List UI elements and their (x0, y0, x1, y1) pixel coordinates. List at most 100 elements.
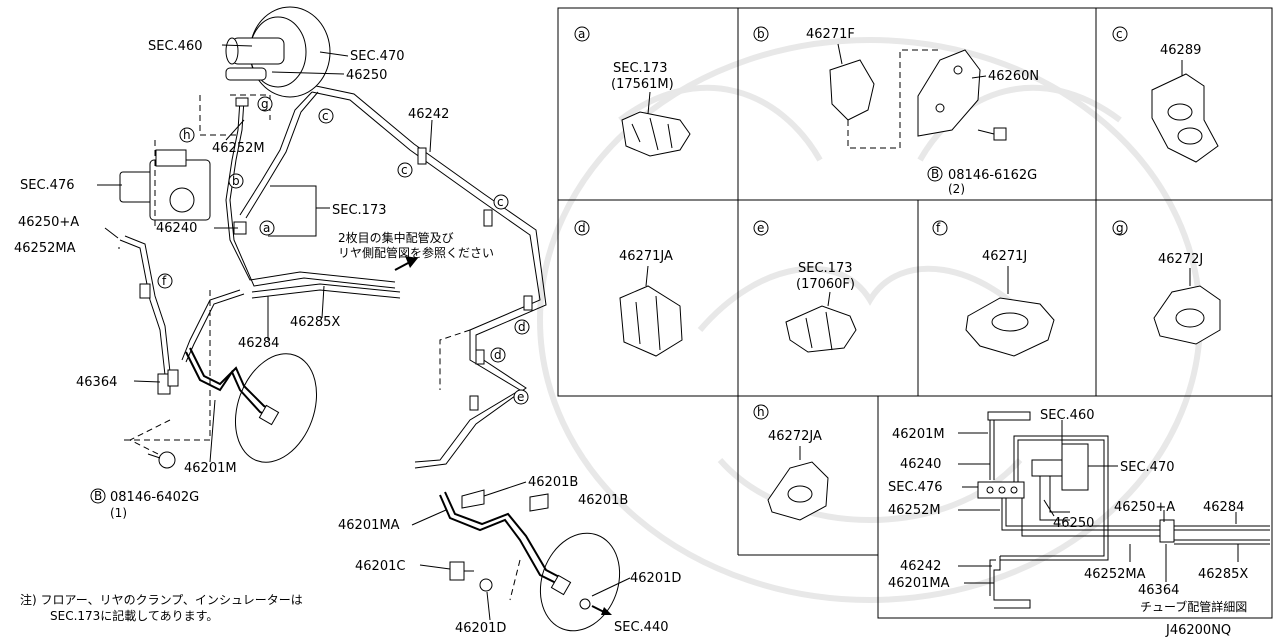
bracket-46201B (461, 489, 549, 512)
detail-caption: チューブ配管詳細図 (1140, 599, 1247, 614)
master-cylinder-booster (225, 6, 331, 98)
callout-c-3: c (497, 195, 504, 209)
brake-rotor-front (234, 353, 318, 463)
panel-c: c 46289 (1112, 26, 1219, 163)
label-bolt-main: 08146-6402G (110, 490, 199, 505)
panel-b-label2: 46260N (988, 69, 1039, 84)
panel-e-label1: SEC.173 (798, 261, 853, 276)
label-46285X: 46285X (290, 315, 340, 330)
panel-e-label2: (17060F) (796, 277, 855, 292)
label-46364: 46364 (76, 375, 117, 390)
label-46201B-1: 46201B (528, 475, 578, 490)
panel-a-letter: a (578, 27, 585, 41)
bolt-08146-6402G (147, 451, 176, 469)
diagram-id: J46200NQ (1165, 623, 1231, 638)
callout-c-2: c (401, 163, 408, 177)
arrow-to-sec440 (591, 605, 605, 613)
arrow-head-rear (405, 256, 418, 268)
panel-h-letter: h (757, 405, 765, 419)
detail-label-46250: 46250 (1053, 516, 1094, 531)
panel-h: h 46272JA (753, 404, 829, 521)
panel-d-label1: 46271JA (619, 249, 673, 264)
label-jp-ref-1: 2枚目の集中配管及び (338, 230, 454, 245)
label-sec460: SEC.460 (148, 39, 203, 54)
detail-labels: 46201M SEC.460 46240 SEC.470 SEC.476 462… (888, 408, 1248, 614)
washer-46201D-left (479, 578, 493, 592)
callout-d-1: d (518, 320, 526, 334)
detail-label-46252MA: 46252MA (1084, 567, 1146, 582)
detail-leader-lines (958, 420, 1239, 584)
arrow-head-sec440 (601, 607, 612, 615)
panel-b-bolt: 08146-6162G (948, 168, 1037, 183)
label-sec440: SEC.440 (614, 620, 669, 635)
panel-c-letter: c (1116, 27, 1123, 41)
label-46201MA: 46201MA (338, 518, 400, 533)
label-46240: 46240 (156, 221, 197, 236)
connector-46364 (157, 369, 179, 395)
main-callouts: g h b a f c c c d d e (157, 96, 530, 405)
panel-b-letter: b (757, 27, 765, 41)
tube-detail-schematic (977, 411, 1270, 609)
label-46252M: 46252M (212, 141, 265, 156)
label-46201D-2: 46201D (455, 621, 506, 636)
panel-b-bolt-symbol: B (931, 167, 939, 181)
bolt-46201C (449, 561, 474, 581)
panel-f-label1: 46271J (982, 249, 1027, 264)
label-jp-ref-2: リヤ側配管図を参照ください (338, 245, 494, 260)
callout-g: g (261, 97, 269, 111)
detail-label-46240: 46240 (900, 457, 941, 472)
detail-label-46201MA: 46201MA (888, 576, 950, 591)
panel-b: b 46271F 46260N B 08146-6162G (2) (753, 26, 1039, 196)
panel-b-qty: (2) (948, 182, 965, 196)
main-labels: SEC.460 SEC.470 46250 46252M SEC.476 462… (14, 39, 1231, 638)
detail-label-sec476: SEC.476 (888, 480, 943, 495)
panel-a-label1: SEC.173 (613, 61, 668, 76)
leader-lines (104, 119, 631, 621)
panel-a-label2: (17561M) (611, 77, 674, 92)
label-sec470: SEC.470 (350, 49, 405, 64)
label-46201D-1: 46201D (630, 571, 681, 586)
brake-hose-rear (439, 491, 572, 596)
brake-tube-front (225, 99, 401, 299)
washer-46201D-right (579, 598, 591, 610)
label-46250: 46250 (346, 68, 387, 83)
note-line-1: 注) フロアー、リヤのクランプ、インシュレーターは (20, 592, 303, 607)
label-bolt-main-qty: (1) (110, 506, 127, 520)
detail-label-sec470: SEC.470 (1120, 460, 1175, 475)
panel-g-label1: 46272J (1158, 252, 1203, 267)
label-46201M: 46201M (184, 461, 237, 476)
detail-label-sec460: SEC.460 (1040, 408, 1095, 423)
callout-a: a (263, 221, 270, 235)
panel-h-label1: 46272JA (768, 429, 822, 444)
detail-label-46201M: 46201M (892, 427, 945, 442)
detail-label-46242: 46242 (900, 559, 941, 574)
panel-a: a SEC.173 (17561M) (574, 26, 691, 157)
label-sec476: SEC.476 (20, 178, 75, 193)
arrow-to-rear (394, 261, 411, 271)
panel-f: f 46271J (932, 220, 1055, 357)
panel-g-letter: g (1116, 221, 1124, 235)
bolt-symbol: B (94, 489, 102, 503)
detail-label-46284: 46284 (1203, 500, 1244, 515)
callout-d-2: d (494, 348, 502, 362)
label-46252MA: 46252MA (14, 241, 76, 256)
label-sec173: SEC.173 (332, 203, 387, 218)
brake-tube-rear-left (119, 235, 245, 376)
panel-b-label1: 46271F (806, 27, 855, 42)
detail-label-46252M: 46252M (888, 503, 941, 518)
detail-label-46250A: 46250+A (1114, 500, 1175, 515)
bolt-symbol-circle (90, 488, 106, 504)
panel-f-letter: f (936, 221, 941, 235)
brake-hose-front (185, 347, 280, 426)
brake-rotor-rear (539, 532, 621, 632)
label-46242: 46242 (408, 107, 449, 122)
panel-d-letter: d (578, 221, 586, 235)
panel-e-letter: e (757, 221, 764, 235)
callout-e: e (517, 390, 524, 404)
detail-label-46364: 46364 (1138, 583, 1179, 598)
callout-c-1: c (322, 109, 329, 123)
panel-d: d 46271JA (574, 220, 683, 357)
callout-h: h (183, 128, 191, 142)
note-line-2: SEC.173に記載してあります。 (50, 608, 218, 623)
